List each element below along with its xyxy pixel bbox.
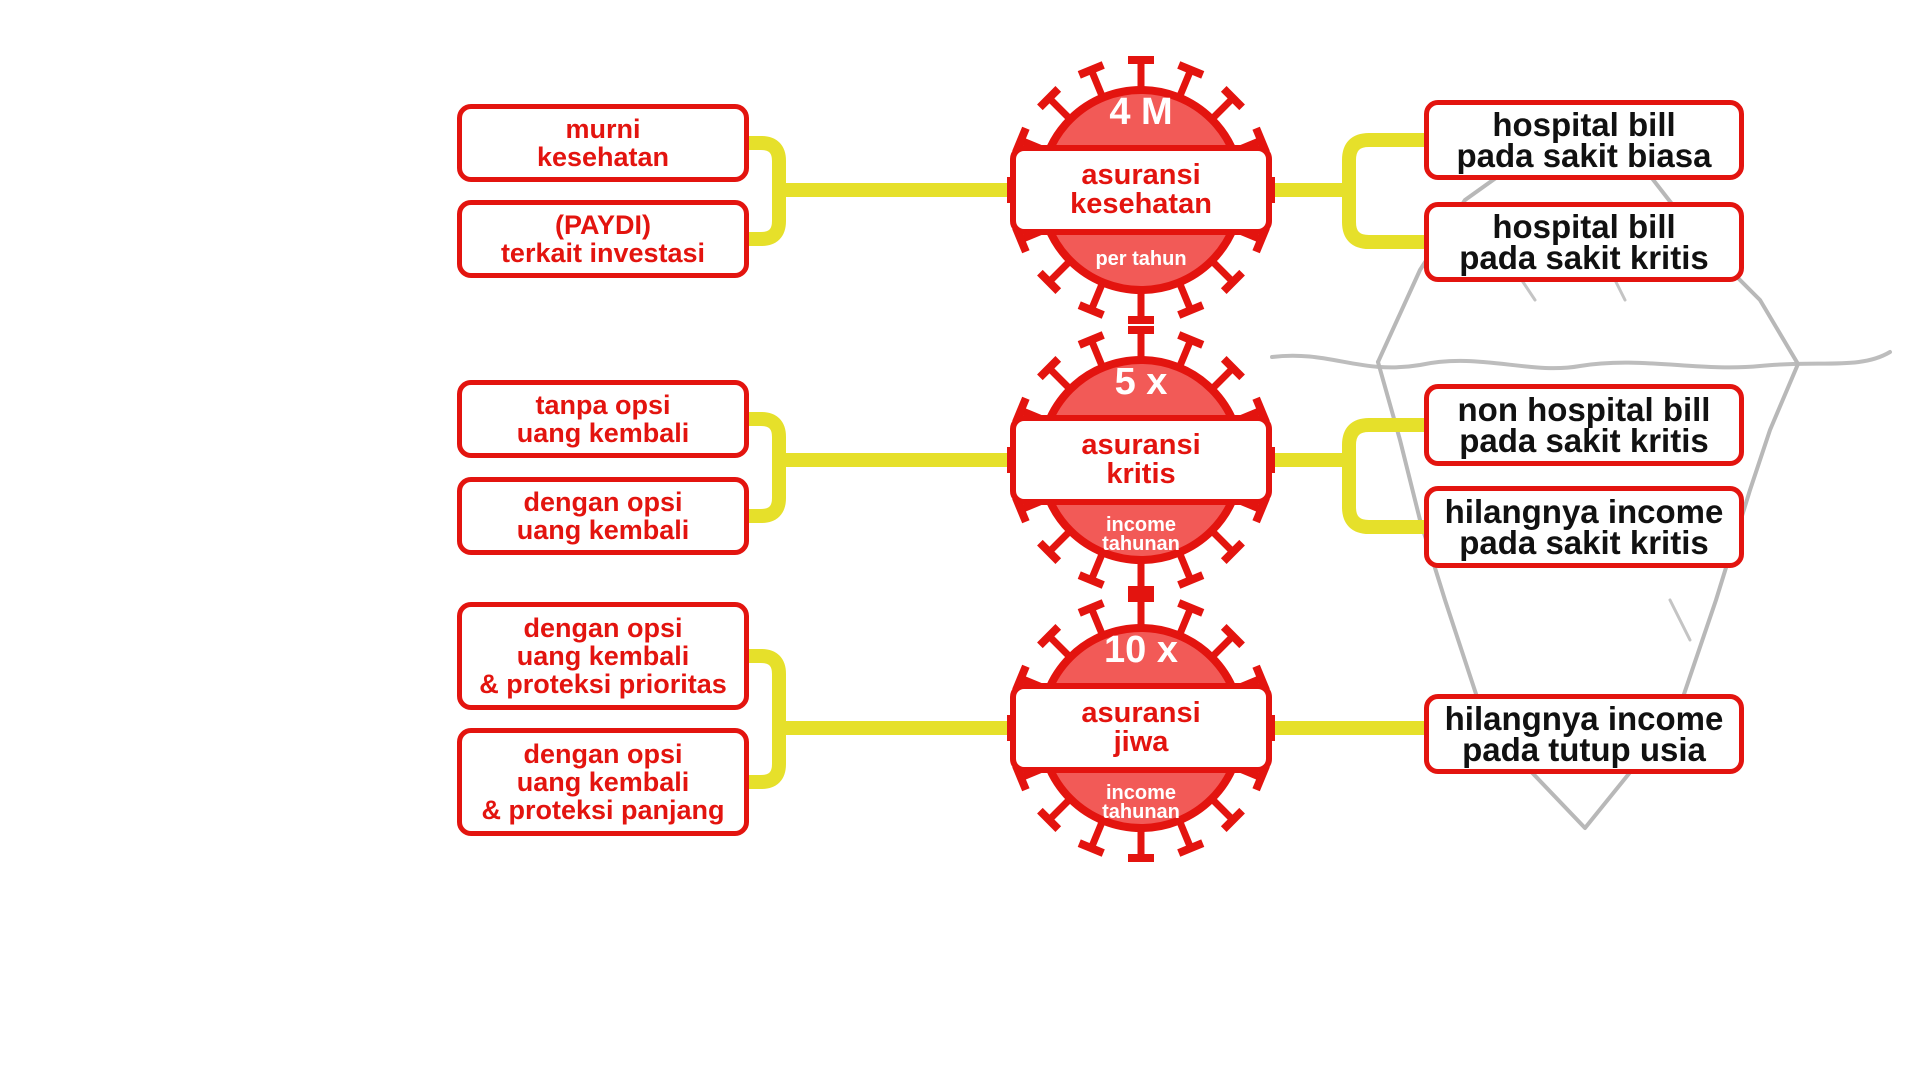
right-bracket-connector (1342, 133, 1430, 249)
left-option-box: dengan opsi uang kembali & proteksi panj… (457, 728, 749, 836)
left-option-box: dengan opsi uang kembali & proteksi prio… (457, 602, 749, 710)
right-bracket-connector (1342, 418, 1430, 534)
left-option-box: dengan opsi uang kembali (457, 477, 749, 555)
badge-top-value: 10 x (1104, 629, 1178, 671)
right-item-box: hospital bill pada sakit biasa (1424, 100, 1744, 180)
badge-bottom-label: income tahunan (1102, 782, 1180, 823)
connector-lines (743, 133, 1430, 789)
badge-bottom-label: per tahun (1095, 248, 1187, 270)
right-item-box: hospital bill pada sakit kritis (1424, 202, 1744, 282)
badge-top-value: 4 M (1109, 91, 1173, 133)
right-item-box: non hospital bill pada sakit kritis (1424, 384, 1744, 466)
left-option-box: (PAYDI) terkait investasi (457, 200, 749, 278)
badge-top-value: 5 x (1114, 361, 1168, 403)
left-option-box: murni kesehatan (457, 104, 749, 182)
center-label-box: asuransi kritis (1010, 415, 1272, 505)
center-label-box: asuransi jiwa (1010, 683, 1272, 773)
center-label-box: asuransi kesehatan (1010, 145, 1272, 235)
right-item-box: hilangnya income pada sakit kritis (1424, 486, 1744, 568)
virus-icons (1007, 56, 1275, 862)
badge-bottom-label: income tahunan (1102, 514, 1180, 555)
left-bracket-connector (743, 649, 786, 789)
left-option-box: tanpa opsi uang kembali (457, 380, 749, 458)
left-bracket-connector (743, 412, 786, 523)
right-item-box: hilangnya income pada tutup usia (1424, 694, 1744, 774)
